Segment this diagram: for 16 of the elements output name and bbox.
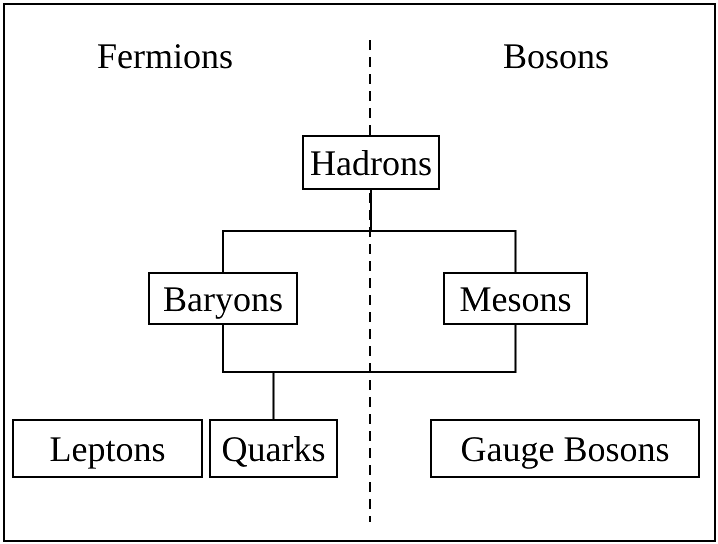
box-label: Leptons	[50, 430, 166, 466]
box-label: Quarks	[222, 430, 326, 466]
connector-line	[370, 190, 516, 272]
particle-box	[430, 419, 700, 478]
particle-box	[12, 419, 203, 478]
group-heading: Fermions	[97, 38, 234, 74]
connector-line	[272, 325, 516, 419]
box-label: Gauge Bosons	[460, 430, 670, 466]
box-label: Mesons	[459, 280, 572, 316]
particle-box	[148, 272, 298, 325]
particle-box	[209, 419, 338, 478]
box-label: Baryons	[163, 280, 283, 316]
particle-box	[443, 272, 588, 325]
group-heading: Bosons	[503, 38, 610, 74]
box-label: Hadrons	[310, 144, 432, 180]
particle-box	[302, 135, 440, 190]
